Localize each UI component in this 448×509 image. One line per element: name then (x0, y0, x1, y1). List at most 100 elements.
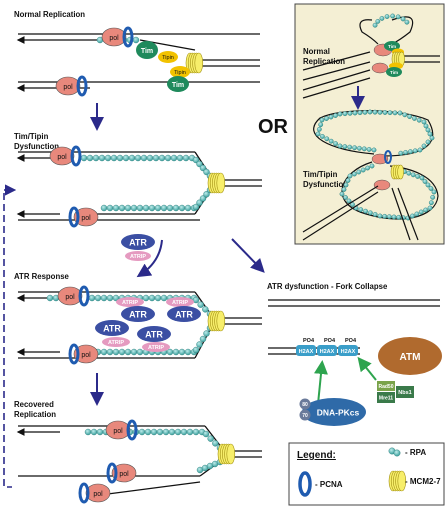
rpa-bead (357, 110, 363, 116)
rpa-bead (174, 428, 182, 436)
rpa-bead (427, 205, 433, 211)
rpa-bead (154, 294, 162, 302)
tipin-protein (158, 51, 178, 63)
rad50-label: Rad50 (378, 384, 393, 390)
rpa-bead (333, 113, 338, 118)
rpa-bead (196, 160, 203, 168)
rpa-bead (379, 15, 385, 21)
rpa-bead (403, 149, 408, 155)
rpa-bead (427, 131, 433, 137)
rpa-coat (84, 428, 206, 436)
pcna-ring (78, 285, 90, 307)
mcm2-7-complex (207, 310, 226, 332)
rpa-bead (341, 187, 347, 192)
rpa-bead (156, 428, 164, 436)
pol-label: pol (57, 154, 67, 161)
rpa-bead (414, 211, 420, 217)
tim-label: Tim (141, 48, 153, 55)
rpa-bead (358, 207, 364, 213)
pol-protein (73, 344, 99, 364)
rpa-bead (324, 136, 330, 142)
h2ax-chain: H2AX H2AX H2AX PO4 PO4 PO4 (296, 338, 358, 356)
rpa-bead (197, 301, 204, 308)
rpa-bead (192, 296, 200, 304)
rpa-bead (202, 430, 210, 438)
rpa-bead (106, 204, 114, 212)
dna-pkcs-label: DNA-PKcs (317, 408, 360, 418)
pol-protein (85, 483, 111, 503)
rpa-bead (192, 156, 200, 164)
pcna-ring (122, 26, 134, 48)
legend-title: Legend: (297, 450, 336, 461)
rpa-bead (425, 127, 431, 133)
rpa-bead (86, 154, 94, 162)
pol-label: pol (113, 428, 123, 435)
mcm2-7-complex (390, 164, 404, 180)
rpa-bead (212, 440, 219, 447)
rpa-bead (415, 173, 420, 179)
tipin-protein (170, 66, 190, 78)
rpa-bead (318, 122, 324, 128)
tipin-label: Tipin (174, 70, 186, 76)
rpa-bead (417, 147, 423, 153)
pol-protein (101, 27, 127, 47)
pol-label: pol (119, 471, 129, 478)
rpa-bead (342, 111, 348, 117)
pcna-ring (126, 419, 138, 441)
rpa-bead (203, 330, 210, 337)
mcm2-7-complex (185, 52, 204, 74)
label-tim-tipin-1: Tim/Tipin (14, 132, 49, 141)
rpa-bead (118, 204, 126, 212)
rpa-bead (319, 133, 325, 139)
rpa-bead (343, 195, 348, 200)
rpa-bead (392, 110, 398, 116)
mcm2-7-complex (391, 51, 405, 67)
inset-dysf-2: Dysfunction (303, 180, 348, 189)
rpa-bead (429, 135, 435, 141)
rpa-bead (122, 154, 130, 162)
mcm2-7-complex (388, 470, 407, 492)
rpa-bead (88, 294, 96, 302)
rpa-bead (337, 111, 343, 117)
rpa-bead (377, 213, 383, 219)
rpa-bead (371, 147, 377, 153)
rpa-bead (207, 435, 214, 442)
pol-protein (111, 463, 137, 483)
rpa-bead (382, 110, 388, 115)
atm-label: ATM (400, 352, 421, 363)
rpa-bead (396, 214, 402, 220)
atr-label: ATR (129, 238, 147, 248)
rpa-bead (418, 209, 424, 215)
atr-label: ATR (129, 310, 147, 320)
rpa-bead (90, 428, 98, 436)
rpa-bead (425, 139, 431, 145)
rpa-bead (363, 208, 368, 214)
rpa-bead (172, 348, 180, 356)
rpa-bead (84, 428, 92, 436)
inset-normal-1: Normal (303, 47, 330, 56)
rpa-bead (118, 348, 126, 356)
rpa-bead (148, 294, 156, 302)
rpa-bead (203, 168, 210, 176)
rpa-bead (423, 123, 429, 129)
rpa-bead (140, 154, 148, 162)
rpa-bead (202, 306, 209, 313)
h2ax-label: H2AX (299, 349, 314, 355)
rpa-bead (347, 144, 353, 150)
pcna-legend-icon (298, 471, 312, 497)
rpa-bead (172, 204, 180, 212)
rpa-bead (104, 154, 112, 162)
rpa-bead (170, 154, 178, 162)
atrip-label: ATRIP (122, 300, 138, 306)
pol-protein (105, 420, 131, 440)
po4-label: PO4 (345, 338, 357, 344)
rpa-bead (186, 428, 194, 436)
rpa-bead (343, 182, 349, 188)
rpa-bead (328, 114, 334, 120)
rpa-bead (347, 110, 353, 116)
panel-atr-response: pol pol ATRIP ATR ATRIP ATR ATR ATRIP AT… (16, 285, 262, 365)
rpa-bead (419, 175, 425, 181)
pol-label: pol (109, 35, 119, 42)
rpa-bead (384, 14, 390, 19)
